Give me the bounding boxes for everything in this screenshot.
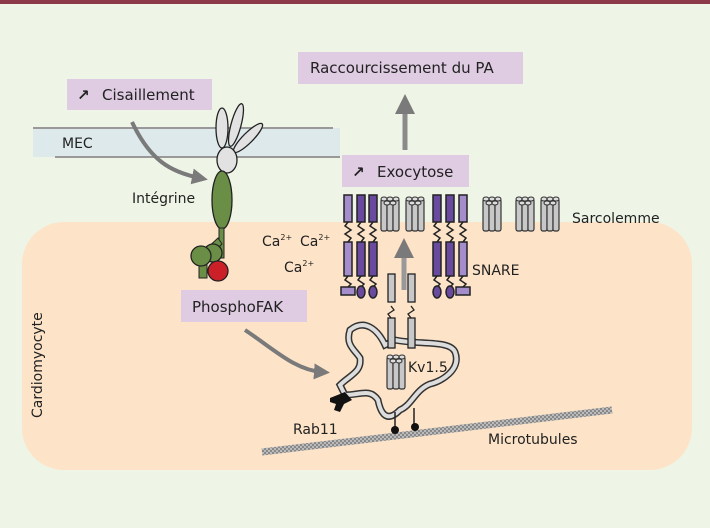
exocytose-box bbox=[342, 155, 469, 187]
exocytose-label: Exocytose bbox=[377, 163, 453, 181]
calcium-ions: Ca2+ Ca2+ Ca2+ bbox=[262, 233, 330, 276]
integrine-label: Intégrine bbox=[132, 191, 195, 207]
svg-text:Ca2+: Ca2+ bbox=[300, 233, 330, 250]
motor-protein bbox=[391, 426, 399, 434]
microtubule bbox=[261, 406, 613, 456]
motor-protein bbox=[411, 423, 419, 431]
cardiomyocyte-label: Cardiomyocyte bbox=[30, 312, 46, 418]
kv15-label: Kv1.5 bbox=[408, 360, 448, 376]
raccourcissement-box bbox=[298, 52, 523, 84]
cardiomyocyte-cell bbox=[22, 222, 692, 470]
phosphofak-arrow bbox=[243, 328, 330, 380]
rab11-label: Rab11 bbox=[293, 422, 338, 438]
microtubules-label: Microtubules bbox=[488, 432, 578, 448]
rab11-protein bbox=[330, 392, 352, 412]
increase-arrow-icon: ↗ bbox=[352, 163, 365, 181]
shear-arrow bbox=[130, 121, 208, 185]
raccourcissement-label: Raccourcissement du PA bbox=[310, 59, 494, 77]
mec-label: MEC bbox=[62, 136, 93, 152]
cisaillement-label: Cisaillement bbox=[102, 86, 195, 104]
fak-red-circle bbox=[207, 260, 229, 282]
cisaillement-box bbox=[67, 79, 212, 110]
vesicle bbox=[330, 273, 460, 434]
snare-complex-right bbox=[432, 194, 471, 299]
snare-label: SNARE bbox=[472, 263, 520, 279]
phosphofak-box bbox=[181, 290, 307, 322]
svg-text:Ca2+: Ca2+ bbox=[262, 233, 292, 250]
integrin bbox=[190, 103, 264, 282]
phosphofak-label: PhosphoFAK bbox=[192, 298, 284, 316]
svg-text:Ca2+: Ca2+ bbox=[284, 259, 314, 276]
sarcolemme-label: Sarcolemme bbox=[572, 211, 660, 227]
top-bar bbox=[0, 0, 710, 4]
increase-arrow-icon: ↗ bbox=[77, 86, 90, 104]
mec-band bbox=[33, 128, 340, 157]
